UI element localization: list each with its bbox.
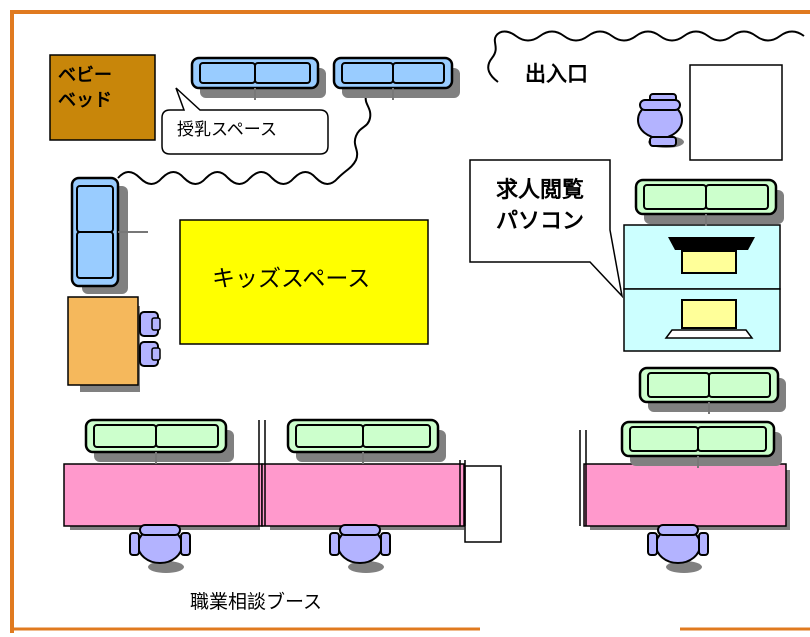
laptop-icon: [664, 299, 754, 339]
booth-desk-1: [63, 463, 263, 527]
sofa-icon: [638, 366, 786, 414]
furniture-layer: [70, 56, 786, 573]
booth-desk-2: [261, 463, 465, 527]
baby-bed-label-line1: ベビー: [58, 65, 112, 86]
sofa-icon: [634, 178, 784, 226]
sofa-icon: [620, 420, 782, 468]
laptop-icon: [668, 237, 755, 274]
bubble-job-pc: [469, 159, 624, 299]
sofa-icon: [84, 418, 234, 464]
nursing-space-label: 授乳スペース: [177, 120, 277, 140]
chair-icon: [129, 524, 191, 573]
kids-desk: [67, 296, 139, 386]
entrance-panel: [689, 64, 783, 161]
chair-icon: [329, 524, 391, 573]
kids-space: [179, 219, 429, 345]
room-frame: [10, 10, 810, 633]
sofa-icon: [190, 56, 326, 100]
consultation-booth-label: 職業相談ブース: [190, 591, 323, 613]
wavy-partition-entrance: [487, 30, 805, 83]
booth-side-panel: [464, 465, 502, 543]
chair-icon: [139, 311, 161, 337]
baby-bed-label: ベビー ベッド: [58, 65, 112, 111]
bubble-nursing: [161, 87, 329, 155]
job-pc-label: 求人閲覧 パソコン: [496, 178, 584, 235]
chair-icon: [647, 524, 709, 573]
job-pc-label-line2: パソコン: [496, 209, 585, 235]
baby-bed-label-line2: ベッド: [58, 89, 112, 111]
sofa-icon: [332, 56, 460, 100]
entrance-label: 出入口: [525, 62, 588, 86]
wavy-partition-nursing: [117, 77, 377, 185]
booth-desk-3: [583, 463, 787, 527]
chair-icon: [139, 341, 161, 367]
job-pc-label-line1: 求人閲覧: [496, 178, 585, 203]
baby-bed: [49, 54, 156, 141]
chair-icon: [637, 93, 684, 148]
wall-partition: [258, 420, 587, 526]
sofa-icon: [286, 418, 446, 464]
sofa-icon: [70, 176, 148, 294]
kids-space-label: キッズスペース: [212, 266, 371, 292]
